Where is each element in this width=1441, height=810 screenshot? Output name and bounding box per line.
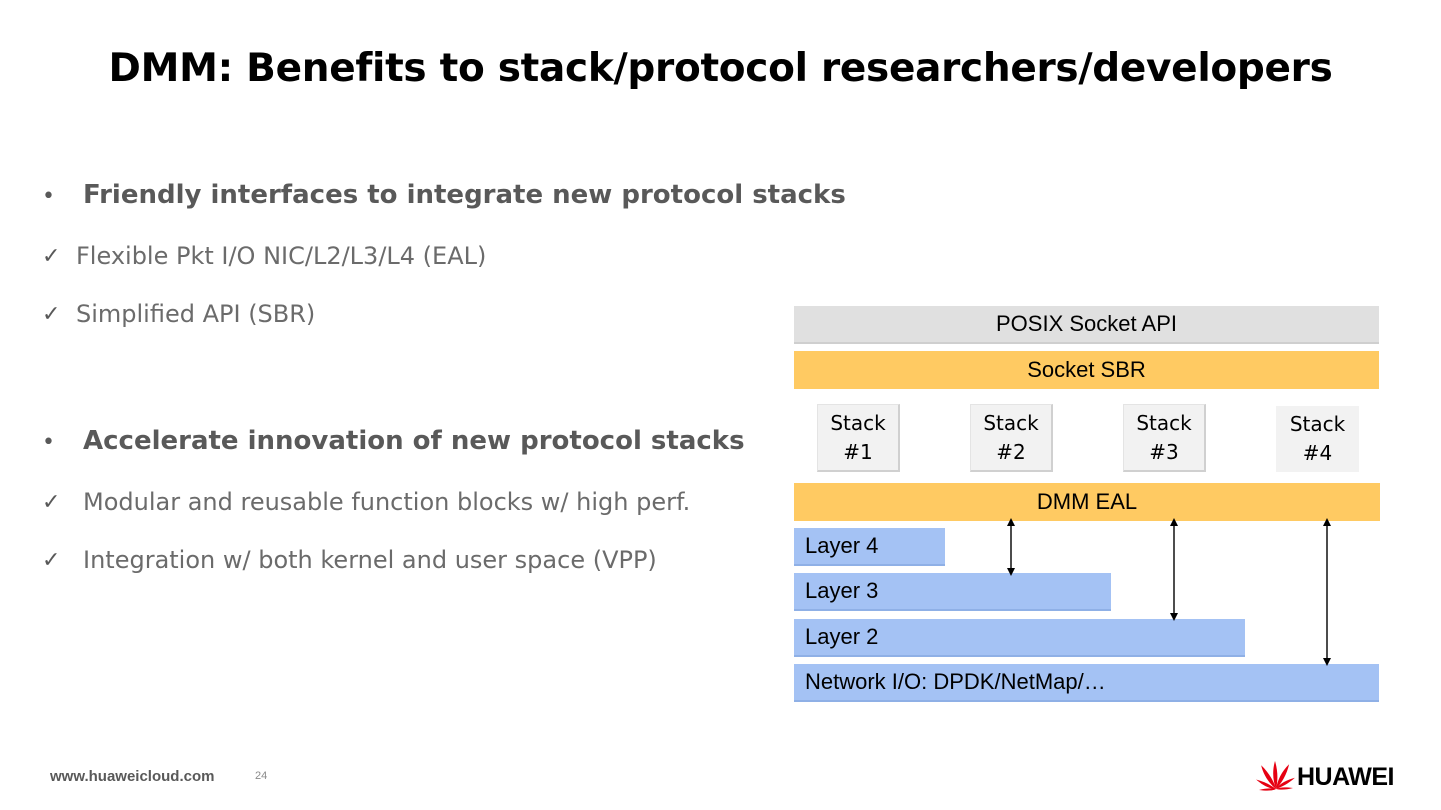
socket-sbr-box: Socket SBR — [794, 351, 1379, 389]
bullet-item-1: • Friendly interfaces to integrate new p… — [42, 180, 846, 214]
bullet-item-2: • Accelerate innovation of new protocol … — [42, 426, 792, 460]
network-io-box: Network I/O: DPDK/NetMap/… — [794, 664, 1379, 702]
sub-item: ✓ Simplified API (SBR) — [42, 300, 742, 332]
posix-socket-api-box: POSIX Socket API — [794, 306, 1379, 344]
stack-label: Stack — [983, 410, 1039, 435]
stack-box-1: Stack #1 — [817, 404, 900, 472]
stack-label: Stack — [1136, 410, 1192, 435]
stack-label: Stack — [1289, 412, 1346, 436]
stack-number: #1 — [843, 439, 873, 464]
sub-item-text: Modular and reusable function blocks w/ … — [83, 488, 691, 516]
slide-title: DMM: Benefits to stack/protocol research… — [108, 46, 1333, 91]
stack-label: Stack — [830, 410, 886, 435]
huawei-logo-text: HUAWEI — [1297, 763, 1395, 791]
layer-3-box: Layer 3 — [794, 573, 1111, 611]
stack-box-3: Stack #3 — [1123, 404, 1206, 472]
checkmark-icon: ✓ — [42, 490, 61, 515]
bullet-text: Accelerate innovation of new protocol st… — [83, 426, 745, 456]
layer-4-box: Layer 4 — [794, 528, 945, 566]
stack-number: #3 — [1149, 439, 1179, 464]
layer-2-box: Layer 2 — [794, 619, 1245, 657]
sub-item: ✓ Modular and reusable function blocks w… — [42, 488, 782, 520]
sub-item-text: Simplified API (SBR) — [76, 300, 316, 328]
stack-box-2: Stack #2 — [970, 404, 1053, 472]
bullet-marker: • — [42, 430, 55, 455]
checkmark-icon: ✓ — [42, 244, 61, 269]
sub-item: ✓ Flexible Pkt I/O NIC/L2/L3/L4 (EAL) — [42, 242, 742, 274]
bullet-text: Friendly interfaces to integrate new pro… — [83, 180, 846, 210]
stack-number: #4 — [1302, 441, 1333, 465]
page-number: 24 — [255, 770, 268, 782]
stack-number: #2 — [996, 439, 1026, 464]
sub-item-text: Flexible Pkt I/O NIC/L2/L3/L4 (EAL) — [76, 242, 487, 270]
checkmark-icon: ✓ — [42, 302, 61, 327]
bullet-marker: • — [42, 184, 55, 209]
dmm-eal-box: DMM EAL — [794, 483, 1380, 521]
sub-item: ✓ Integration w/ both kernel and user sp… — [42, 546, 742, 578]
checkmark-icon: ✓ — [42, 548, 61, 573]
sub-item-text: Integration w/ both kernel and user spac… — [83, 546, 657, 574]
footer-url: www.huaweicloud.com — [50, 768, 215, 785]
huawei-logo-icon — [1256, 761, 1295, 791]
stack-box-4: Stack #4 — [1276, 406, 1359, 472]
